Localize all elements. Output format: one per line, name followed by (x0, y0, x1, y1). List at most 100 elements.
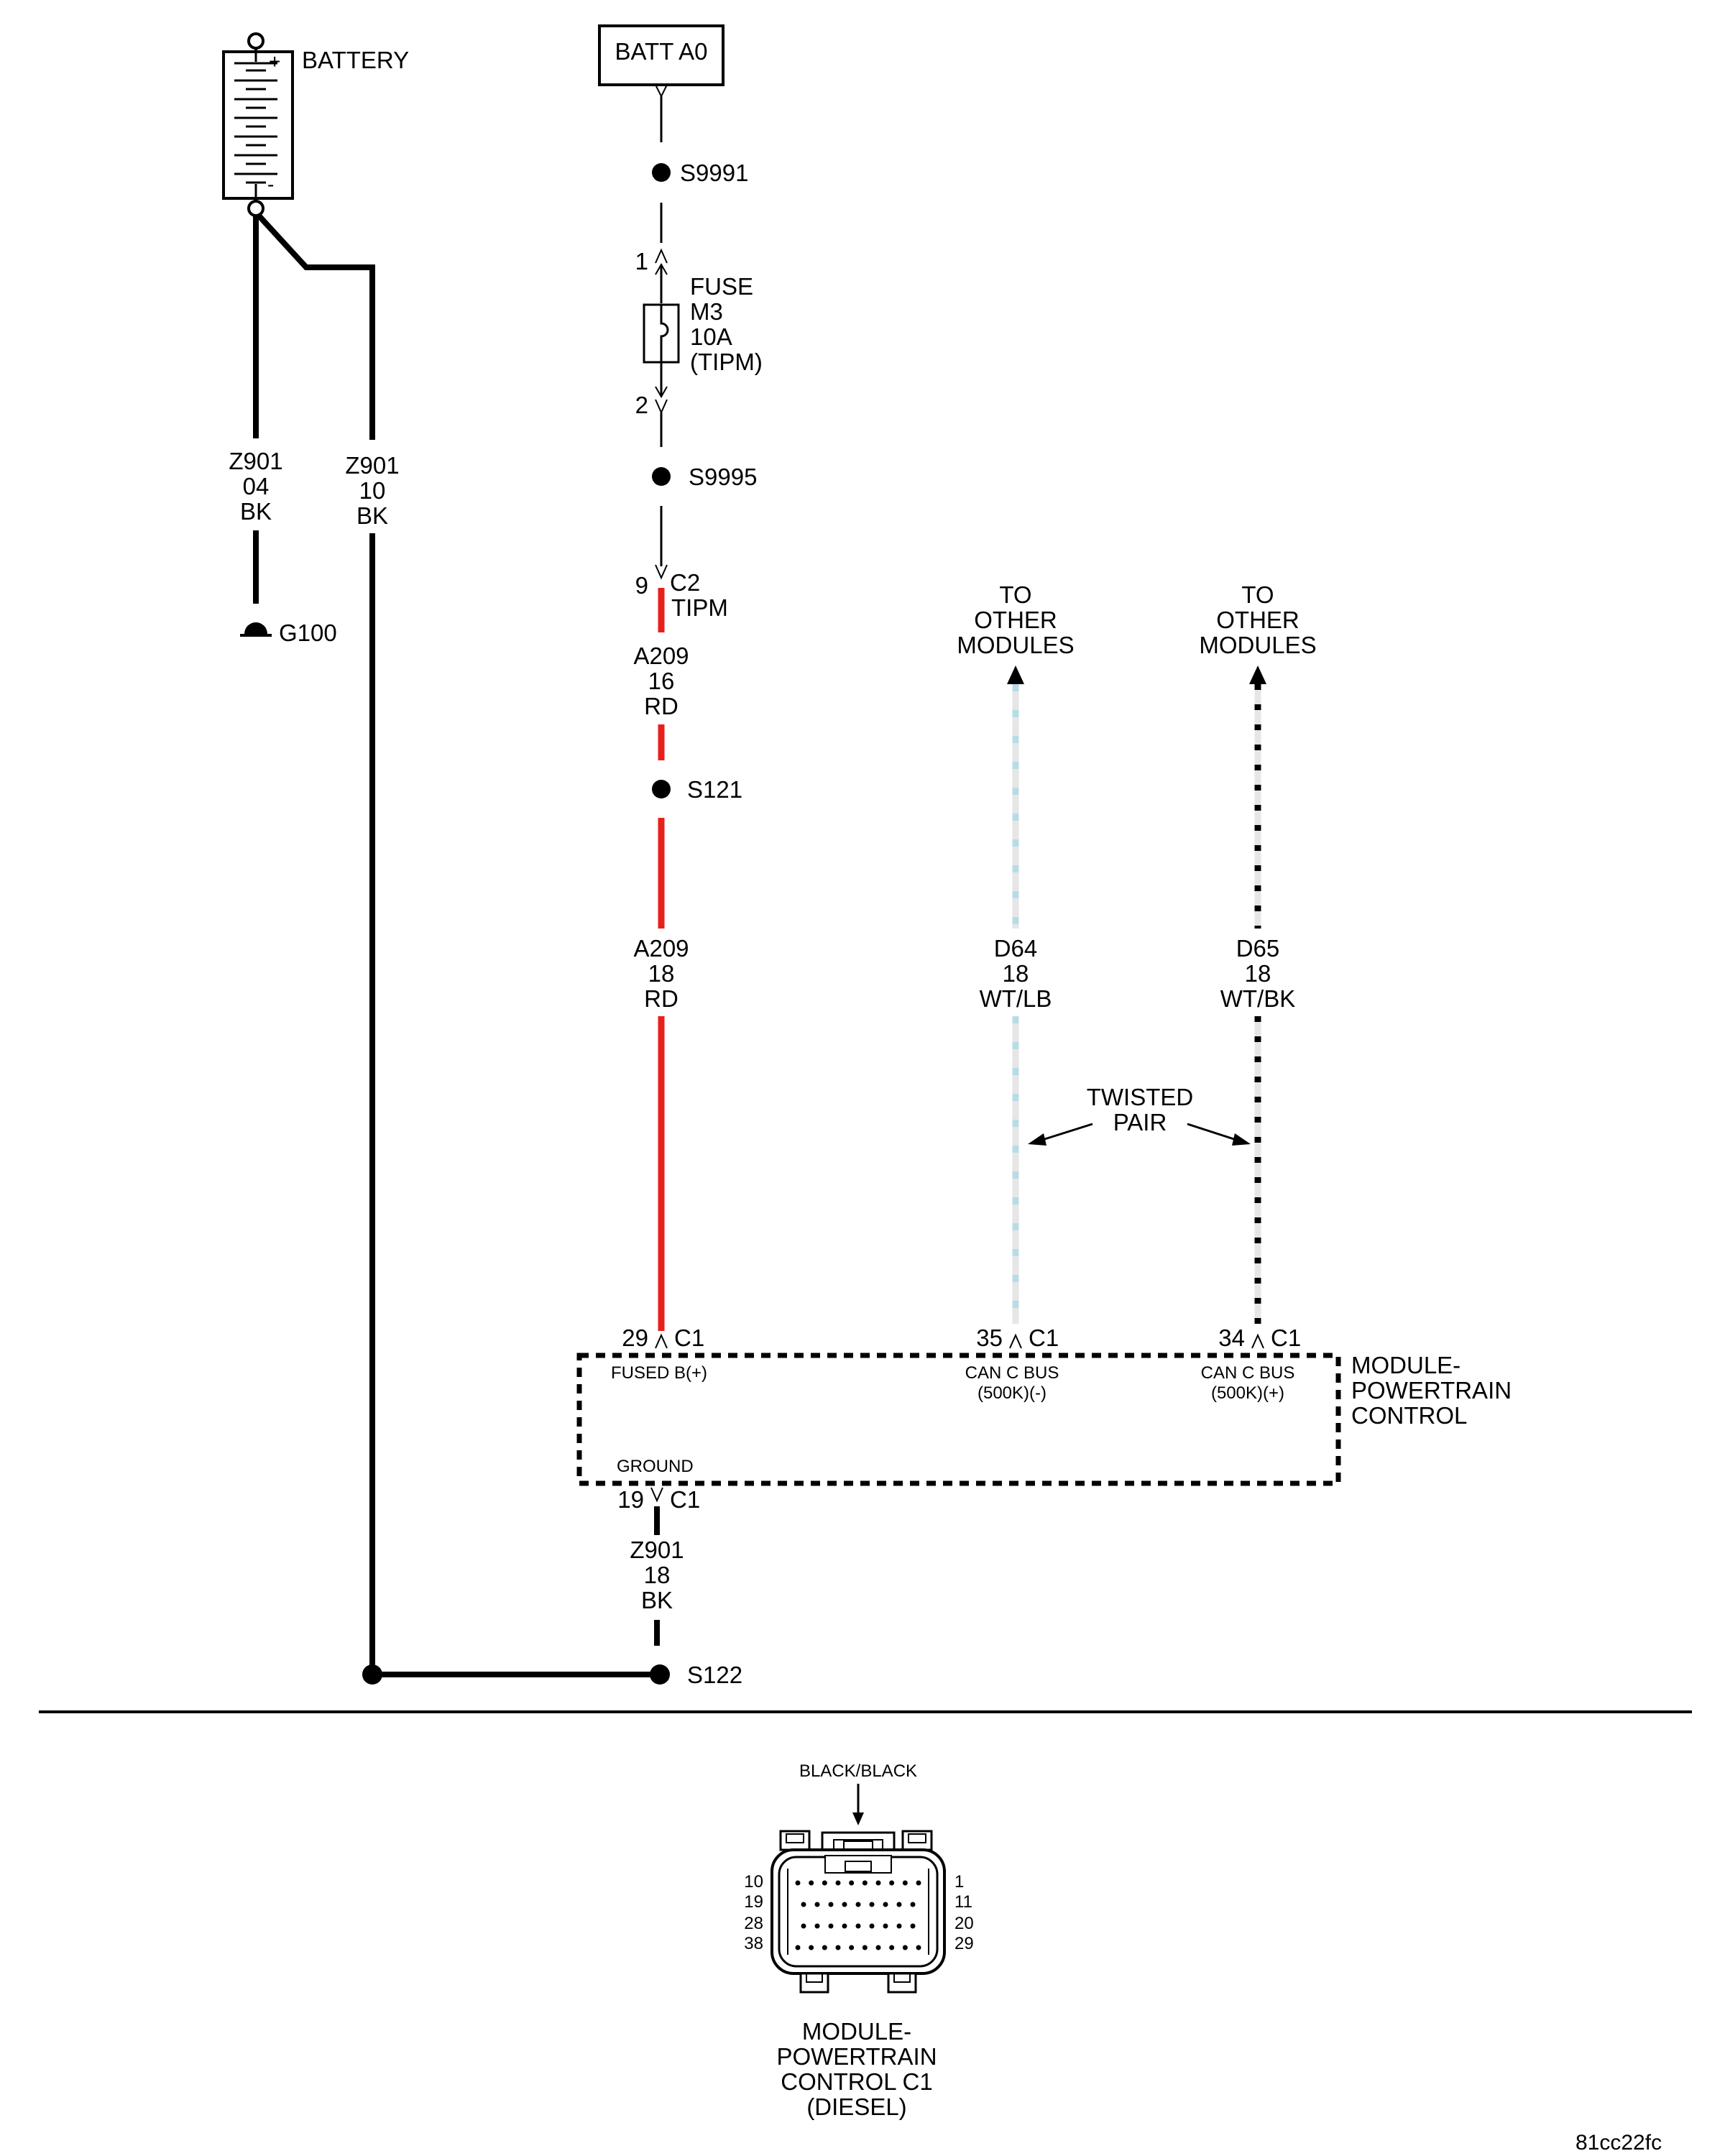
connector-pin-hole (822, 1945, 827, 1950)
other-modules-d64: TO OTHER MODULES (957, 581, 1075, 684)
pin-connector: C1 (1029, 1325, 1059, 1351)
pcm-pin-29: 29 C1 FUSED B(+) (611, 1325, 707, 1383)
twisted-pair-line: PAIR (1113, 1109, 1167, 1135)
other-modules-line: TO (1241, 581, 1274, 608)
other-modules-line: MODULES (957, 632, 1074, 658)
fuse-label-line: (TIPM) (690, 349, 763, 375)
figure-id: 81cc22fc (1576, 2131, 1662, 2155)
splice-s122: S122 (362, 1662, 742, 1688)
connector-pin-hole (869, 1902, 875, 1907)
pin-number: 35 (976, 1325, 1003, 1351)
connector-pin-hole (910, 1923, 916, 1929)
connector-pin-hole (842, 1902, 847, 1907)
connector-pin-hole (835, 1945, 841, 1950)
wire-d65-wt-bk: D65 18 WT/BK (1220, 684, 1296, 1324)
other-modules-d65: TO OTHER MODULES (1199, 581, 1317, 684)
battery: + - BATTERY (222, 32, 409, 217)
splice-label: S122 (687, 1662, 742, 1688)
pin-function: (500K)(-) (978, 1383, 1046, 1403)
connector-pin-hole (889, 1880, 895, 1886)
connector-pin-hole (849, 1945, 855, 1950)
connector-module: TIPM (671, 594, 728, 621)
twisted-pair-callout: TWISTED PAIR (1028, 1084, 1251, 1146)
fuse-label-line: 10A (690, 323, 732, 350)
wire-color-label: WT/LB (980, 985, 1052, 1012)
pcm-module: MODULE- POWERTRAIN CONTROL (576, 1352, 1512, 1486)
pin-number: 29 (622, 1325, 648, 1351)
wire-color-label: WT/BK (1220, 985, 1296, 1012)
connector-right-pin: 1 (954, 1872, 964, 1892)
battery-plus-sign: + (269, 50, 280, 73)
connector-left-pin: 19 (744, 1892, 763, 1912)
fuse-m3: 1 2 FUSE M3 10A (TIPM) (635, 248, 763, 418)
splice-s9995: S9995 (652, 464, 757, 490)
pcm-pin-19: GROUND 19 C1 (617, 1457, 700, 1513)
wire-gauge-label: 16 (648, 668, 675, 694)
pin-function: FUSED B(+) (611, 1363, 707, 1383)
connector-pin-hole (875, 1945, 881, 1950)
pcm-name-line: POWERTRAIN (1351, 1377, 1512, 1404)
connector-pin-hole (809, 1880, 814, 1886)
wire-circuit-label: Z901 (345, 452, 399, 479)
connector-pin-hole (795, 1880, 801, 1886)
connector-pin-hole (910, 1902, 916, 1907)
pcm-pin-34: 34 C1 CAN C BUS (500K)(+) (1201, 1325, 1302, 1403)
splice-label: S9995 (689, 464, 757, 490)
connector-pin-hole (828, 1902, 834, 1907)
wire-color-label: RD (644, 985, 678, 1012)
splice-label: S9991 (680, 160, 748, 186)
twisted-pair-line: TWISTED (1087, 1084, 1193, 1110)
ground-g100: G100 (240, 619, 337, 646)
other-modules-line: MODULES (1199, 632, 1316, 658)
wire-gauge-label: 18 (1003, 960, 1029, 987)
other-modules-line: TO (999, 581, 1031, 608)
batt-a0-source: BATT A0 (598, 24, 724, 142)
wire-gauge-label: 18 (1245, 960, 1271, 987)
wire-circuit-label: A209 (633, 642, 689, 669)
connector-pin-hole (902, 1945, 908, 1950)
connector-right-pin: 20 (954, 1914, 974, 1933)
pin-function: CAN C BUS (1201, 1363, 1295, 1383)
pin-connector: C1 (674, 1325, 704, 1351)
connector-pin-hole (902, 1880, 908, 1886)
pin-function: (500K)(+) (1211, 1383, 1284, 1403)
connector-caption-line: MODULE- (802, 2018, 911, 2045)
connector-left-pin: 28 (744, 1914, 763, 1933)
pin-function: GROUND (617, 1457, 694, 1476)
connector-pin-hole (916, 1880, 921, 1886)
connector-pin-hole (809, 1945, 814, 1950)
connector-pin-hole (883, 1902, 888, 1907)
wire-gauge-label: 18 (644, 1562, 671, 1588)
connector-color-label: BLACK/BLACK (799, 1761, 917, 1781)
wire-circuit-label: A209 (633, 935, 689, 962)
wire-color-label: BK (356, 502, 388, 529)
pcm-name-line: CONTROL (1351, 1402, 1467, 1429)
connector-pin-hole (801, 1902, 806, 1907)
connector-pin-hole (896, 1923, 902, 1929)
connector-pin-hole (862, 1945, 868, 1950)
connector-caption-line: POWERTRAIN (776, 2043, 937, 2070)
connector-pin: 9 (635, 572, 648, 599)
splice-s9991: S9991 (652, 160, 748, 186)
other-modules-line: OTHER (1216, 607, 1300, 633)
wire-z901-18-bk: Z901 18 BK (630, 1506, 684, 1646)
wire-color-label: RD (644, 693, 678, 719)
splice-label: S121 (687, 776, 742, 803)
wire-circuit-label: D64 (994, 935, 1038, 962)
connector-pin-hole (795, 1945, 801, 1950)
connector-pin-hole (801, 1923, 806, 1929)
power-source-label: BATT A0 (615, 38, 707, 65)
connector-name: C2 (670, 569, 700, 596)
connector-pin-hole (828, 1923, 834, 1929)
connector-pin-hole (814, 1923, 820, 1929)
wire-circuit-label: Z901 (630, 1537, 684, 1563)
wire-color-label: BK (240, 498, 272, 525)
connector-pin-hole (842, 1923, 847, 1929)
fuse-pin-in: 1 (635, 248, 648, 275)
connector-left-pin: 10 (744, 1872, 763, 1892)
wire-circuit-label: D65 (1236, 935, 1280, 962)
battery-ground-wire-04: Z901 04 BK (229, 216, 283, 604)
connector-pin-hole (849, 1880, 855, 1886)
connector-pin-hole (883, 1923, 888, 1929)
